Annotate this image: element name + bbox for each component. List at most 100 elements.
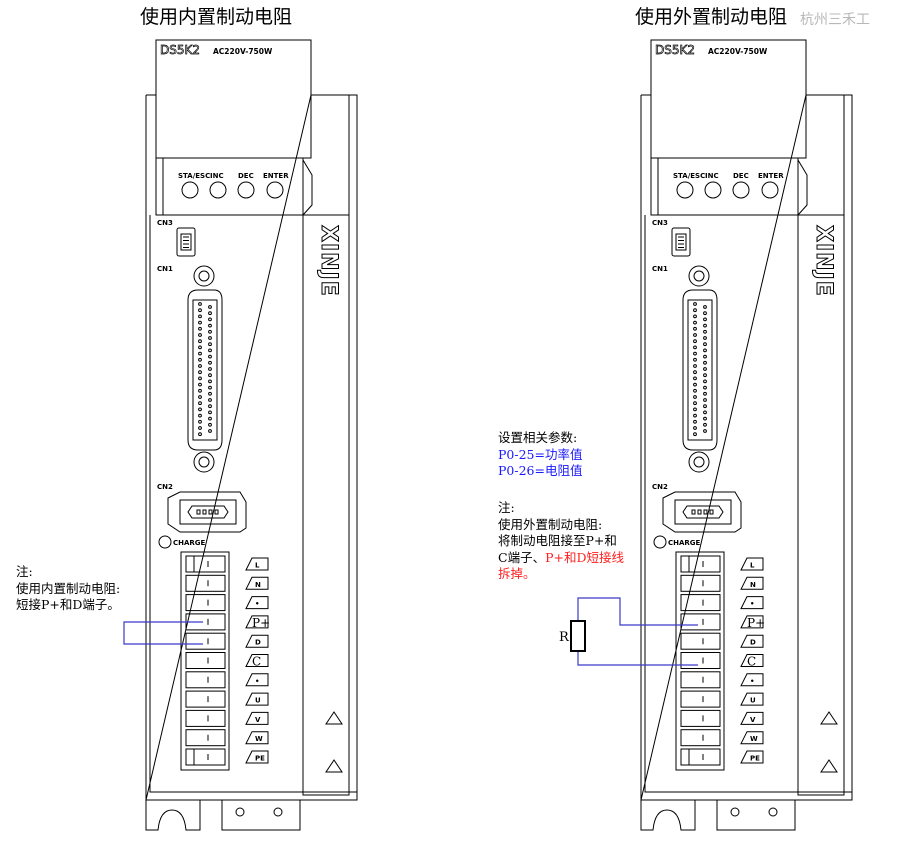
left-terminal-cell-3 (185, 594, 226, 612)
terminal-label-9: V (750, 716, 756, 724)
right-cn1-shell (682, 289, 718, 451)
right-cn2-pin (703, 509, 708, 515)
button-3 (732, 181, 750, 199)
left-terminal-tag-7 (245, 673, 269, 687)
right-main-body (640, 94, 853, 801)
left-cn1-shell (187, 289, 223, 451)
button-label-4: ENTER (758, 172, 784, 180)
left-cn1-pin (198, 419, 202, 424)
left-terminal-cell-7 (185, 671, 226, 689)
left-front-left (149, 215, 357, 793)
right-terminal-cell-1 (680, 555, 721, 573)
right-cn1-pin (703, 416, 707, 421)
left-cn1-pin (208, 373, 212, 378)
left-cn1-pin (198, 326, 202, 331)
right-terminal-tag-1 (740, 557, 764, 571)
left-cn1-pin (208, 416, 212, 421)
right-terminal-cell-2 (680, 574, 721, 592)
left-cn1-pin (208, 354, 212, 359)
param-resistance: P0-26=电阻值 (498, 463, 583, 478)
left-warning-icon-1 (325, 711, 343, 725)
right-cn1-pin (693, 401, 697, 406)
left-cn1-screw-bottom (193, 451, 215, 473)
left-cn2-plug (187, 505, 229, 519)
right-title: 使用外置制动电阻 (635, 6, 788, 28)
terminal-label-5: D (255, 639, 261, 647)
right-cn1-pin (693, 308, 697, 313)
right-keypad-panel (650, 158, 799, 216)
right-cn1-pin (693, 370, 697, 375)
right-front-left (644, 215, 852, 793)
right-cn1-pin (703, 367, 707, 371)
left-terminal-cell-5 (185, 632, 226, 650)
short-link-wire (123, 621, 203, 645)
left-cn1-screw-top-inner (198, 270, 210, 282)
left-cn1-pin (208, 323, 212, 328)
left-cn1-pin (208, 311, 212, 316)
left-cn2-pin (214, 509, 219, 515)
right-cn1-pin (693, 407, 697, 412)
right-cn1-screw-top (688, 265, 710, 287)
right-terminal-cell-3 (680, 594, 721, 612)
right-cn1-pin (703, 336, 707, 340)
right-terminal-cell-7 (680, 671, 721, 689)
left-cn1-pin (198, 370, 202, 375)
left-terminal-tag-3 (245, 596, 269, 610)
external-resistor (570, 620, 586, 652)
terminal-label-11: PE (750, 755, 760, 763)
terminal-label-7: • (750, 677, 754, 685)
right-terminal-cell-8 (680, 690, 721, 708)
right-charge-led (653, 535, 667, 549)
left-cn1-face (192, 299, 218, 441)
left-cn1-pin (208, 336, 212, 340)
right-terminal-cell-10 (680, 729, 721, 747)
left-terminal-tag-1 (245, 557, 269, 571)
left-cn1-pin (198, 314, 202, 319)
right-cn1-pin (693, 413, 697, 418)
right-params: 设置相关参数: P0-25=功率值 P0-26=电阻值 (498, 430, 582, 480)
right-cn1-screw-bottom-inner (693, 456, 705, 468)
button-2 (704, 181, 722, 199)
left-cn1-pin (198, 395, 202, 399)
right-cn1-pin (703, 329, 707, 334)
right-cn1-pin (703, 317, 707, 322)
left-title: 使用内置制动电阻 (140, 6, 293, 28)
terminal-label-1: L (255, 562, 260, 570)
right-keypad-side (797, 159, 808, 216)
right-cn2-label: CN2 (652, 483, 668, 491)
right-cn2-pin (697, 509, 702, 515)
right-terminal-tag-7 (740, 673, 764, 687)
right-cn1-pin (693, 351, 697, 356)
right-top-block (650, 39, 807, 159)
terminal-label-5: D (750, 639, 756, 647)
left-cn3-inner (180, 233, 192, 251)
button-1 (676, 181, 694, 199)
watermark: 杭州三禾工 (800, 12, 870, 28)
left-terminal-first-mark (185, 555, 195, 573)
right-cn1-pin (703, 385, 707, 390)
left-terminal-tag-6 (245, 654, 269, 667)
right-cn1-label: CN1 (652, 265, 668, 273)
terminal-label-4: P+ (252, 616, 270, 630)
left-terminal-cell-8 (185, 690, 226, 708)
param-power: P0-25=功率值 (498, 446, 583, 462)
right-cn1-pin (693, 357, 697, 362)
right-cn1-pin (703, 404, 707, 409)
resistor-label: R (559, 630, 570, 645)
right-cn1-pin (703, 422, 707, 427)
left-note: 注: 使用内置制动电阻: 短接P+和D端子。 (16, 564, 120, 614)
left-cn1-pin (198, 382, 202, 387)
left-cn1-pin (208, 342, 212, 347)
terminal-label-2: N (750, 581, 756, 589)
terminal-label-6: C (747, 655, 756, 669)
left-cn1-pin (208, 410, 212, 415)
button-1 (181, 181, 199, 199)
left-cn2-shell (167, 491, 247, 533)
left-front-right (302, 214, 350, 796)
left-cn1-pin (208, 317, 212, 322)
left-cn1-pin (208, 379, 212, 384)
right-note-line3: C端子、P+和D短接线 (498, 550, 624, 567)
left-mount-hole-2 (273, 807, 283, 817)
